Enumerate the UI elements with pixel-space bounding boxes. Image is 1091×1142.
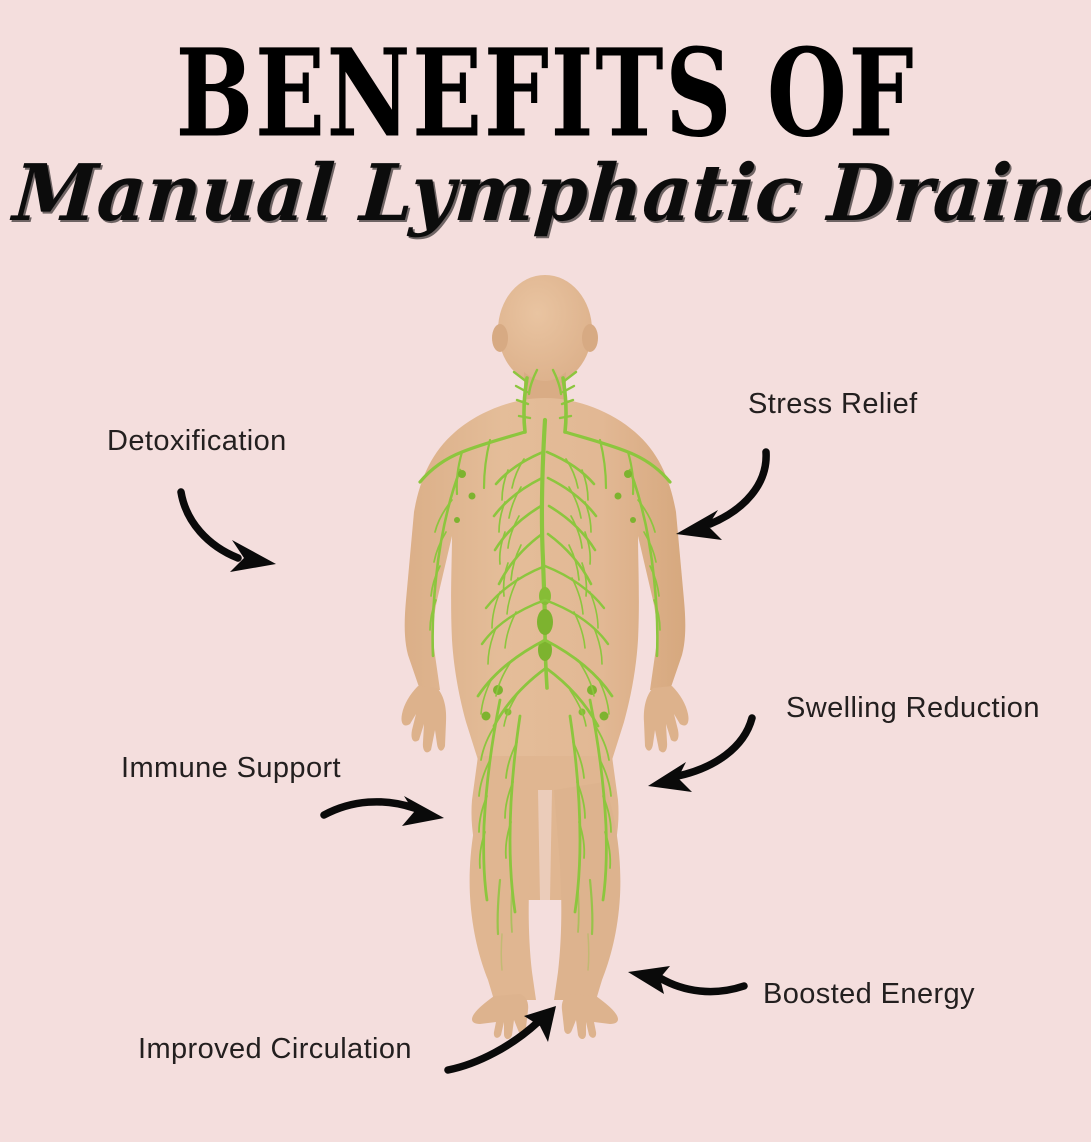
arrow-boosted-energy bbox=[628, 966, 748, 996]
arrow-detoxification bbox=[177, 488, 276, 572]
arrow-improved-circulation bbox=[444, 1006, 556, 1074]
body-silhouette bbox=[401, 275, 689, 1040]
left-hand bbox=[401, 686, 447, 753]
page-subtitle: Manual Lymphatic Drainage bbox=[10, 148, 1091, 239]
benefit-label-improved-circulation: Improved Circulation bbox=[138, 1033, 412, 1065]
lymphatic-vessel-network bbox=[418, 368, 672, 971]
page-title: BENEFITS OF bbox=[175, 23, 916, 165]
arrow-stress-relief bbox=[676, 448, 770, 540]
benefit-label-stress-relief: Stress Relief bbox=[748, 388, 918, 420]
benefit-label-swelling-reduction: Swelling Reduction bbox=[786, 692, 1040, 724]
arrow-immune-support bbox=[320, 796, 444, 826]
feet bbox=[472, 994, 618, 1040]
legs bbox=[469, 782, 621, 1000]
arrow-swelling-reduction bbox=[648, 714, 756, 792]
benefit-label-boosted-energy: Boosted Energy bbox=[763, 978, 975, 1010]
benefit-label-detoxification: Detoxification bbox=[107, 425, 287, 457]
benefit-label-immune-support: Immune Support bbox=[121, 752, 341, 784]
right-hand bbox=[643, 686, 689, 753]
